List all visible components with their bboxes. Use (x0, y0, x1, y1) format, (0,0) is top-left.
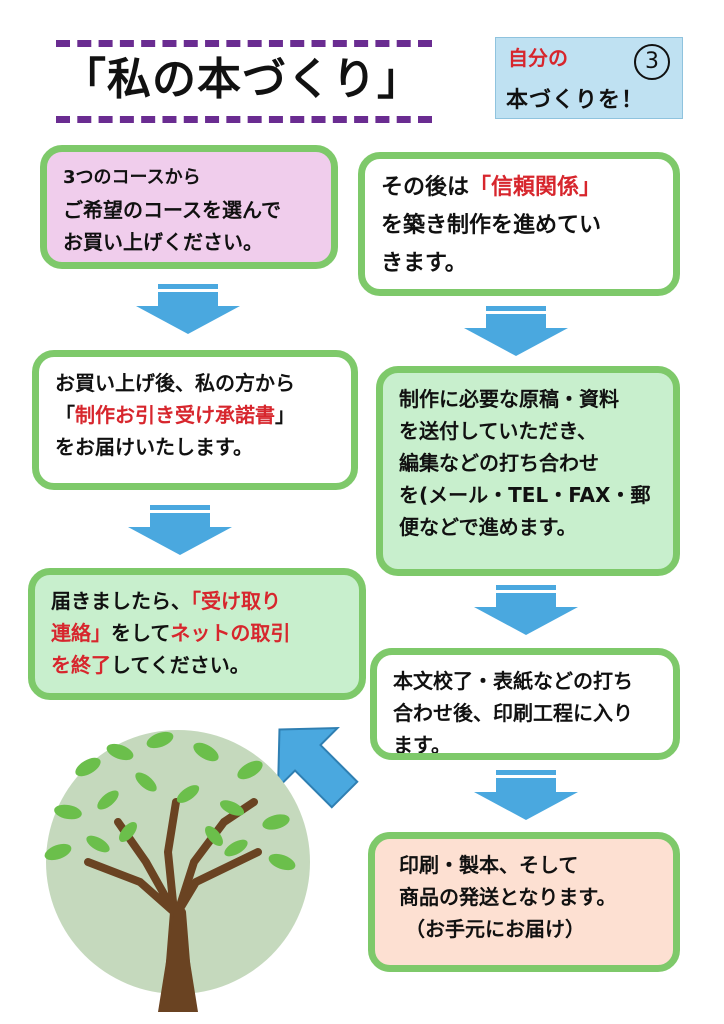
right-step-3: 本文校了・表紙などの打ち 合わせ後、印刷工程に入り ます。 (370, 648, 680, 760)
badge-number: 3 (634, 44, 670, 80)
right-step-1-highlight: 「信頼関係」 (469, 175, 602, 200)
title-top-dash (56, 40, 432, 47)
page-title: 「私の本づくり」 (62, 54, 422, 105)
badge-line1: 自分の (508, 46, 568, 70)
right-step-1: その後は「信頼関係」 を築き制作を進めてい きます。 (358, 152, 680, 296)
down-arrow-icon (470, 770, 582, 822)
section-badge: 自分の 3 本づくりを！ (495, 37, 683, 119)
left-step-3-highlight-1: 「受け取り (191, 589, 281, 613)
left-step-1-line-1: 3つのコースから (63, 167, 201, 188)
left-step-3-highlight-4: を終了 (51, 653, 111, 677)
right-step-2-line-2: を送付していただき、 (399, 419, 597, 443)
left-step-2: お買い上げ後、私の方から 「制作お引き受け承諾書」 をお届けいたします。 (32, 350, 358, 490)
right-step-1-line-3: きます。 (381, 251, 467, 276)
tree-illustration (28, 712, 348, 1016)
down-arrow-icon (470, 585, 582, 637)
right-step-2-line-4: を(メール・TEL・FAX・郵 (399, 483, 651, 507)
left-step-2-quote-open: 「 (55, 403, 75, 427)
right-step-1-text-1: その後は (381, 175, 470, 200)
right-step-4-line-2: 商品の発送となります。 (399, 885, 617, 909)
left-step-2-quote-close: 」 (275, 403, 295, 427)
down-arrow-icon (460, 306, 572, 358)
right-step-3-line-3: ます。 (393, 733, 451, 757)
right-step-2-line-5: 便などで進めます。 (399, 515, 577, 539)
left-step-1: 3つのコースから ご希望のコースを選んで お買い上げください。 (40, 145, 338, 269)
right-step-3-line-1: 本文校了・表紙などの打ち (393, 669, 633, 693)
right-step-2-line-1: 制作に必要な原稿・資料 (399, 387, 619, 411)
left-step-3-highlight-2: 連絡」 (51, 621, 111, 645)
left-step-1-line-3: お買い上げください。 (63, 230, 263, 254)
left-step-1-line-2: ご希望のコースを選んで (63, 198, 281, 222)
down-arrow-icon (124, 505, 236, 557)
left-step-2-line-3: をお届けいたします。 (55, 435, 253, 459)
left-step-2-line-1: お買い上げ後、私の方から (55, 371, 295, 395)
right-step-3-line-2: 合わせ後、印刷工程に入り (393, 701, 633, 725)
right-step-2-line-3: 編集などの打ち合わせ (399, 451, 599, 475)
right-step-4-line-3: （お手元にお届け） (405, 917, 585, 941)
right-step-2: 制作に必要な原稿・資料 を送付していただき、 編集などの打ち合わせ を(メール・… (376, 366, 680, 576)
left-step-3-text-3: してください。 (111, 653, 250, 677)
page-title-block: 「私の本づくり」 (56, 40, 432, 124)
left-step-3: 届きましたら、「受け取り 連絡」をしてネットの取引 を終了してください。 (28, 568, 366, 700)
down-arrow-icon (132, 284, 244, 336)
right-step-4: 印刷・製本、そして 商品の発送となります。 （お手元にお届け） (368, 832, 680, 972)
left-step-2-highlight: 制作お引き受け承諾書 (75, 403, 275, 427)
right-step-1-line-2: を築き制作を進めてい (381, 213, 602, 238)
left-step-3-text-2: をして (111, 621, 171, 645)
badge-line2: 本づくりを！ (506, 88, 645, 113)
left-step-3-highlight-3: ネットの取引 (170, 621, 291, 645)
title-bottom-dash (56, 116, 432, 123)
right-step-4-line-1: 印刷・製本、そして (399, 853, 579, 877)
left-step-3-text-1: 届きましたら、 (51, 589, 191, 613)
